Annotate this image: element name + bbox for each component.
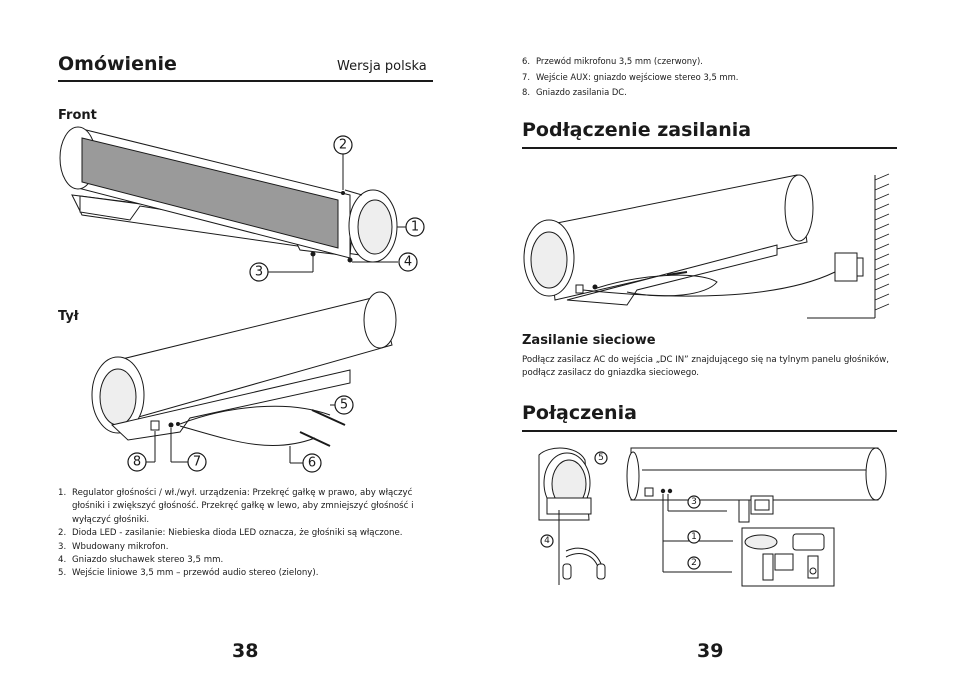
connections-illustration: 5 4 3 1 2	[538, 447, 887, 587]
legend-item: 7.Wejście AUX: gniazdo wejściowe stereo …	[522, 71, 739, 82]
volume-knob	[357, 199, 393, 255]
ac-power-subtitle: Zasilanie sieciowe	[522, 333, 656, 348]
power-connection-illustration	[523, 173, 890, 319]
svg-text:4: 4	[404, 255, 412, 270]
game-console-icon	[792, 533, 825, 551]
svg-text:3: 3	[691, 497, 697, 507]
front-speaker-illustration: 2 1 3 4	[59, 126, 425, 282]
svg-text:5: 5	[340, 398, 348, 413]
callout-4: 4	[398, 252, 418, 272]
svg-text:1: 1	[411, 220, 419, 235]
svg-text:1: 1	[691, 532, 697, 542]
callout-1: 1	[405, 217, 425, 237]
dc-port	[150, 420, 160, 431]
svg-text:6: 6	[308, 456, 316, 471]
connections-rule	[522, 430, 897, 432]
callout-7: 7	[187, 452, 207, 472]
callout-5: 5	[594, 451, 608, 465]
callout-4: 4	[540, 534, 554, 548]
power-section-title: Podłączenie zasilania	[522, 119, 752, 141]
power-led	[341, 191, 345, 195]
rear-speaker-illustration: 5 6 7 8	[91, 291, 397, 473]
callout-5: 5	[334, 395, 354, 415]
legend-item: 4.Gniazdo słuchawek stereo 3,5 mm.	[58, 555, 224, 566]
pc-tower-icon	[738, 499, 750, 523]
svg-text:3: 3	[255, 265, 263, 280]
svg-text:4: 4	[544, 536, 550, 546]
cd-player-icon	[744, 534, 778, 550]
legend-item: 1.Regulator głośności / wł./wył. urządze…	[58, 488, 414, 525]
legend-item: 6.Przewód mikrofonu 3,5 mm (czerwony).	[522, 56, 703, 66]
callout-1: 1	[687, 530, 701, 544]
svg-text:2: 2	[691, 558, 697, 568]
callout-2: 2	[687, 556, 701, 570]
legend-list-right: 6.Przewód mikrofonu 3,5 mm (czerwony). 7…	[522, 54, 902, 101]
power-rule	[522, 147, 897, 149]
legend-item: 2.Dioda LED - zasilanie: Niebieska dioda…	[58, 528, 403, 539]
legend-item: 8.Gniazdo zasilania DC.	[522, 87, 627, 97]
aux-port	[168, 422, 174, 428]
legend-list-left: 1.Regulator głośności / wł./wył. urządze…	[58, 487, 423, 581]
svg-text:7: 7	[193, 455, 201, 470]
dc-port	[575, 284, 584, 294]
speaker-grille	[81, 137, 339, 249]
headphone-jack	[347, 257, 353, 263]
pc-tower-icon-2	[762, 553, 774, 581]
page-number-right: 39	[697, 640, 724, 662]
legend-item: 5.Wejście liniowe 3,5 mm – przewód audio…	[58, 568, 319, 579]
mic-hole	[310, 251, 316, 257]
callout-3: 3	[687, 495, 701, 509]
power-instructions: Podłącz zasilacz AC do wejścia „DC IN” z…	[522, 355, 889, 378]
callout-8: 8	[127, 452, 147, 472]
legend-item: 3.Wbudowany mikrofon.	[58, 541, 169, 552]
rear-label: Tył	[58, 309, 79, 324]
svg-text:5: 5	[598, 453, 604, 463]
callout-3: 3	[249, 262, 269, 282]
svg-text:8: 8	[133, 455, 141, 470]
page-title-overview: Omówienie	[58, 53, 177, 75]
page-number-left: 38	[232, 640, 259, 662]
monitor-icon-2	[774, 553, 794, 571]
mp3-player-icon	[807, 555, 819, 579]
headphones-icon	[562, 563, 572, 580]
right-page: 6.Przewód mikrofonu 3,5 mm (czerwony). 7…	[477, 0, 954, 673]
front-label: Front	[58, 108, 97, 123]
callout-2: 2	[333, 135, 353, 155]
left-page: Omówienie Wersja polska Front 2	[58, 53, 433, 662]
callout-6: 6	[302, 453, 322, 473]
language-label: Wersja polska	[337, 59, 427, 74]
svg-text:2: 2	[339, 138, 347, 153]
connections-section-title: Połączenia	[522, 402, 637, 424]
title-rule	[58, 80, 433, 82]
